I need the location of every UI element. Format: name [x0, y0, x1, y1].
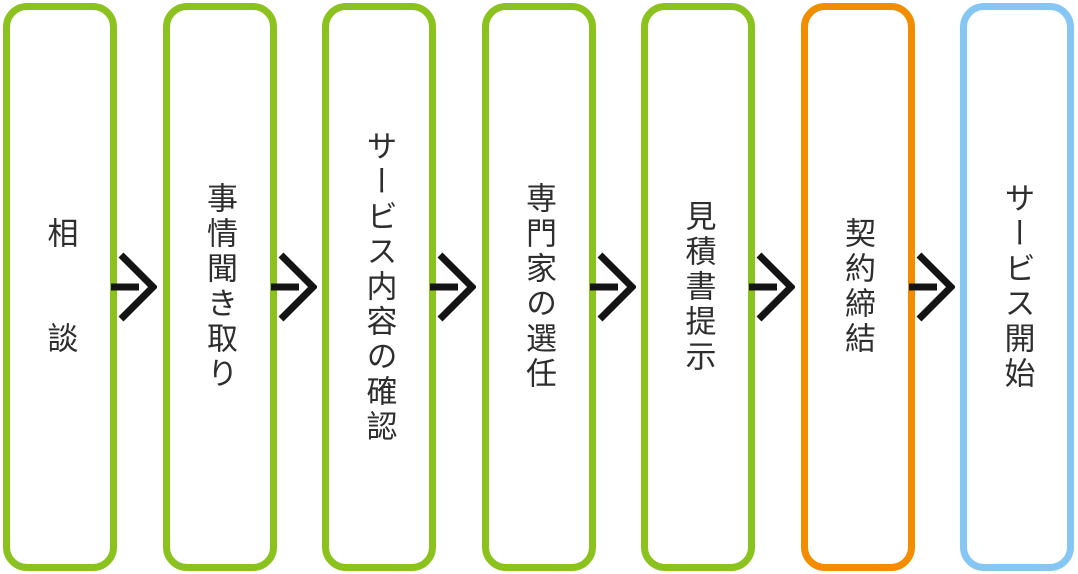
flow-step-expert-selection: 専門家の選任 — [481, 3, 596, 571]
right-chevron-arrow-icon — [589, 252, 636, 322]
step-label: 専門家の選任 — [521, 182, 556, 392]
arrow-gap — [270, 3, 323, 571]
right-chevron-arrow-icon — [430, 252, 476, 322]
flow-step-contract: 契約締結 — [800, 3, 915, 571]
arrow-gap — [908, 3, 961, 571]
step-label: 見積書提示 — [680, 199, 716, 375]
flow-step-service-confirmation: サービス内容の確認 — [322, 3, 436, 571]
flow-step-service-start: サービス開始 — [960, 3, 1074, 571]
step-label: 契約締結 — [840, 217, 875, 357]
flow-row: 相 談 事情聞き取り サービス内容の確認 — [3, 3, 1075, 571]
flow-step-consultation: 相 談 — [3, 3, 117, 571]
step-label: サービス開始 — [999, 182, 1035, 392]
flow-step-hearing: 事情聞き取り — [162, 3, 277, 571]
step-label: 相 談 — [42, 217, 78, 357]
right-chevron-arrow-icon — [749, 252, 795, 322]
arrow-gap — [111, 3, 163, 571]
arrow-gap — [589, 3, 642, 571]
right-chevron-arrow-icon — [908, 252, 955, 322]
right-chevron-arrow-icon — [111, 252, 157, 322]
step-label: サービス内容の確認 — [361, 129, 397, 445]
flow-step-quotation: 見積書提示 — [641, 3, 755, 571]
arrow-gap — [749, 3, 801, 571]
right-chevron-arrow-icon — [270, 252, 317, 322]
step-label: 事情聞き取り — [202, 182, 237, 392]
arrow-gap — [430, 3, 482, 571]
